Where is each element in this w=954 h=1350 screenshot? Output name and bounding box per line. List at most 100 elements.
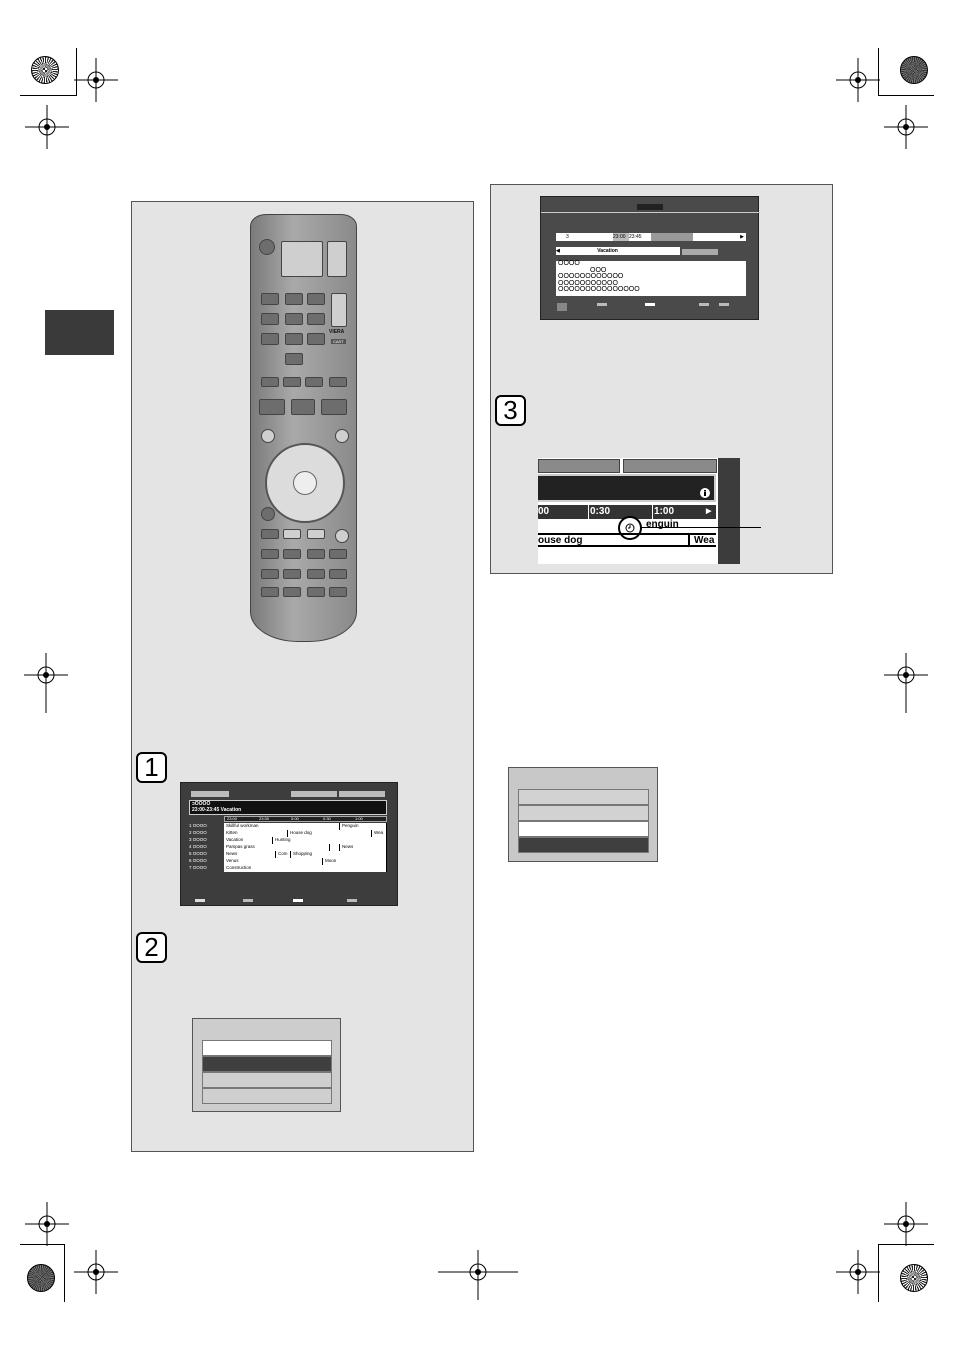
- program-right[interactable]: Wea: [694, 535, 715, 546]
- timer-channel-field[interactable]: 3: [556, 233, 613, 241]
- misc-button-8[interactable]: [329, 587, 347, 597]
- guide-program[interactable]: Skillful workman: [224, 823, 340, 830]
- option-menu-popup: [192, 1018, 341, 1112]
- misc-button-1[interactable]: [261, 569, 279, 579]
- misc-button-7[interactable]: [307, 587, 325, 597]
- timer-mode-field[interactable]: [651, 233, 693, 241]
- guide-program[interactable]: News: [224, 851, 276, 858]
- guide-program[interactable]: Com: [276, 851, 291, 858]
- guide-tab[interactable]: [623, 459, 717, 473]
- guide-program[interactable]: Wea: [372, 830, 387, 837]
- skip-back-button[interactable]: [261, 377, 279, 387]
- channel-updown-button[interactable]: [331, 293, 347, 327]
- guide-row[interactable]: 3 OOOO Vacation Hunting: [189, 837, 387, 844]
- numpad-3[interactable]: [307, 293, 325, 305]
- rewind-button[interactable]: [305, 377, 323, 387]
- misc-button-4[interactable]: [329, 569, 347, 579]
- misc-button-3[interactable]: [307, 569, 325, 579]
- guide-program[interactable]: Penguin: [340, 823, 387, 830]
- fast-forward-button[interactable]: [329, 377, 347, 387]
- misc-button-2[interactable]: [283, 569, 301, 579]
- timer-title-button[interactable]: [682, 249, 718, 255]
- crosshair-icon: [24, 653, 68, 713]
- timer-start-field[interactable]: 23:00: [613, 233, 629, 241]
- menu-option[interactable]: [518, 805, 649, 821]
- program-upper-row[interactable]: enguin: [646, 519, 679, 530]
- description-line: OOOO: [558, 260, 580, 267]
- ok-button[interactable]: [293, 471, 317, 495]
- guide-row[interactable]: 7 OOOO Construction: [189, 865, 387, 872]
- numpad-0[interactable]: [285, 353, 303, 365]
- guide-program[interactable]: Shopping: [291, 851, 387, 858]
- guide-row[interactable]: 1 OOOO Skillful workman Penguin: [189, 823, 387, 830]
- menu-option[interactable]: [202, 1088, 332, 1104]
- power-button[interactable]: [259, 239, 275, 255]
- function-button[interactable]: [283, 549, 301, 559]
- menu-option-selected[interactable]: [202, 1056, 332, 1072]
- guide-program[interactable]: Vacation: [224, 837, 273, 844]
- menu-option[interactable]: [202, 1072, 332, 1088]
- guide-program[interactable]: Hunting: [273, 837, 387, 844]
- red-button[interactable]: [261, 529, 279, 539]
- guide-tab[interactable]: [291, 791, 337, 797]
- menu-option-selected[interactable]: [518, 837, 649, 853]
- green-button[interactable]: [283, 529, 301, 539]
- timer-title-field[interactable]: ◀ Vacation: [556, 247, 680, 255]
- guide-program[interactable]: Construction: [224, 865, 387, 872]
- guide-program[interactable]: Pampas grass: [224, 844, 330, 851]
- zoom-scrollbar[interactable]: [718, 458, 740, 564]
- numpad-2[interactable]: [285, 293, 303, 305]
- menu-option[interactable]: [518, 821, 649, 837]
- timer-extra-field[interactable]: ▶: [693, 233, 746, 241]
- numpad-5[interactable]: [285, 313, 303, 325]
- guide-program[interactable]: House dog: [288, 830, 372, 837]
- numpad-9[interactable]: [307, 333, 325, 345]
- callout-leader-line: [641, 527, 741, 528]
- numpad-1[interactable]: [261, 293, 279, 305]
- guide-tab[interactable]: [191, 791, 229, 797]
- guide-header: ↄOOOO 23:00-23:45 Vacation: [189, 800, 387, 815]
- info-icon: [700, 488, 710, 498]
- menu-option[interactable]: [202, 1040, 332, 1056]
- guide-program[interactable]: [330, 844, 340, 851]
- crosshair-icon: [74, 1250, 118, 1294]
- guide-row[interactable]: 5 OOOO News Com Shopping: [189, 851, 387, 858]
- skip-forward-button[interactable]: [283, 377, 301, 387]
- program-left[interactable]: ouse dog: [538, 535, 583, 546]
- guide-tab[interactable]: [538, 459, 620, 473]
- crosshair-icon: [25, 105, 69, 149]
- misc-button-6[interactable]: [283, 587, 301, 597]
- numpad-6[interactable]: [307, 313, 325, 325]
- guide-program[interactable]: Kitten: [224, 830, 288, 837]
- guide-tab[interactable]: [339, 791, 385, 797]
- direct-rec-button[interactable]: [307, 549, 325, 559]
- timer-end-field[interactable]: 23:45: [629, 233, 651, 241]
- info-button[interactable]: [261, 429, 275, 443]
- guide-row[interactable]: 6 OOOO Venus Moon: [189, 858, 387, 865]
- guide-time: 0:00: [291, 816, 299, 821]
- yellow-button[interactable]: [307, 529, 325, 539]
- guide-button[interactable]: [335, 429, 349, 443]
- navigation-dial[interactable]: [265, 443, 345, 523]
- guide-program[interactable]: Venus: [224, 858, 323, 865]
- registration-sun-icon: [27, 1264, 55, 1292]
- guide-row[interactable]: 2 OOOO Kitten House dog Wea: [189, 830, 387, 837]
- guide-channel: 6 OOOO: [189, 858, 207, 863]
- rec-mode-button[interactable]: [329, 549, 347, 559]
- numpad-7[interactable]: [261, 333, 279, 345]
- numpad-8[interactable]: [285, 333, 303, 345]
- guide-program[interactable]: News: [340, 844, 387, 851]
- guide-row[interactable]: 4 OOOO Pampas grass News: [189, 844, 387, 851]
- pause-button[interactable]: [291, 399, 315, 415]
- misc-button-5[interactable]: [261, 587, 279, 597]
- registration-sun-icon: [900, 56, 928, 84]
- program-divider: [688, 535, 690, 547]
- guide-program[interactable]: Moon: [323, 858, 387, 865]
- option-button[interactable]: [261, 507, 275, 521]
- play-button[interactable]: [321, 399, 347, 415]
- record-button[interactable]: [261, 549, 279, 559]
- return-button[interactable]: [335, 529, 349, 543]
- numpad-4[interactable]: [261, 313, 279, 325]
- menu-option[interactable]: [518, 789, 649, 805]
- stop-button[interactable]: [259, 399, 285, 415]
